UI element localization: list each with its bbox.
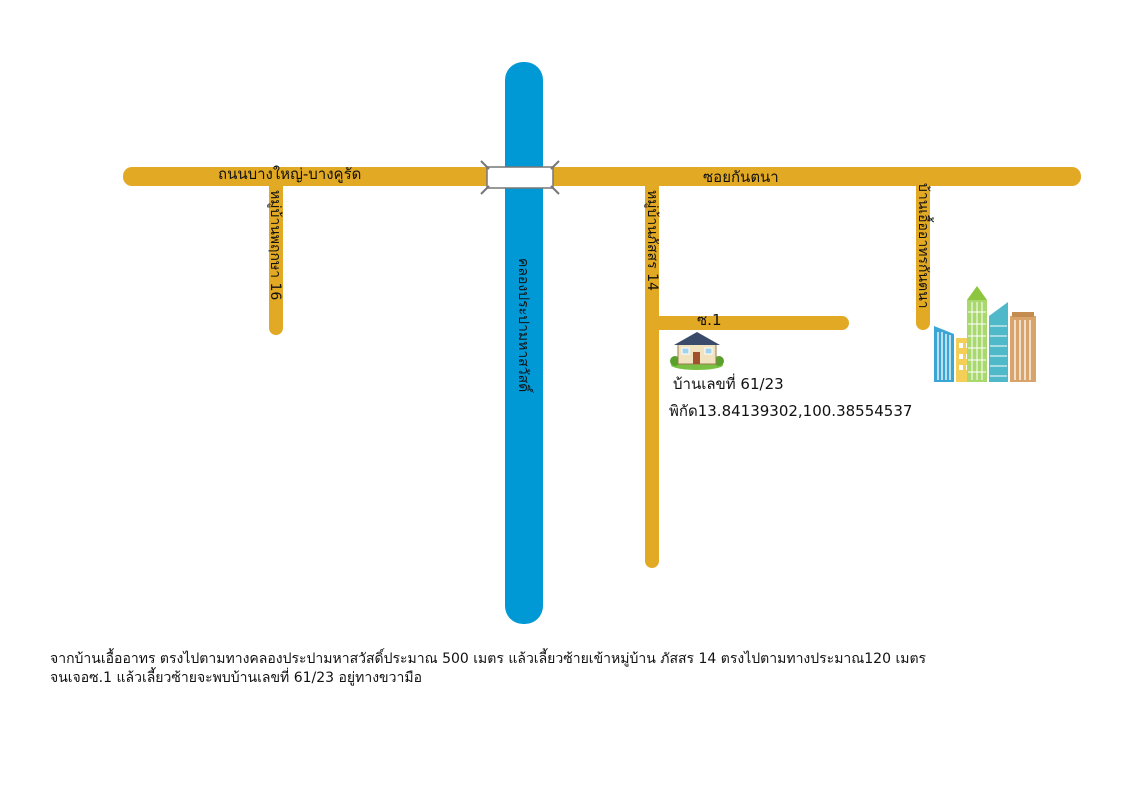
city-buildings-icon <box>934 286 1036 382</box>
directions-line-2: จนเจอซ.1 แล้วเลี้ยวซ้ายจะพบบ้านเลขที่ 61… <box>50 670 422 686</box>
eua-artorn-road <box>916 172 930 330</box>
directions-note: จากบ้านเอื้ออาทร ตรงไปตามทางคลองประปามหา… <box>50 650 1090 688</box>
canal <box>505 62 543 624</box>
main-road-east-label: ซอยกันตนา <box>703 168 779 186</box>
alley-1-road <box>652 316 849 330</box>
coordinates-label: พิกัด13.84139302,100.38554537 <box>669 402 913 420</box>
village-16-label: หมู่บ้านพฤกษา 16 <box>267 190 283 301</box>
directions-line-1: จากบ้านเอื้ออาทร ตรงไปตามทางคลองประปามหา… <box>50 651 927 667</box>
main-road <box>123 167 1081 186</box>
eua-artorn-label: บ้านเอื้ออาทรกันตนา <box>915 183 931 309</box>
alley-1-label: ซ.1 <box>697 311 722 329</box>
canal-label: คลองประปามหาสวัสดิ์ <box>515 258 531 393</box>
village-14-label: หมู่บ้านภัสสร 14 <box>644 190 660 291</box>
main-road-west-label: ถนนบางใหญ่-บางคูรัด <box>218 165 362 183</box>
village-14-road <box>645 172 659 568</box>
village-16-road <box>269 172 283 335</box>
house-number-label: บ้านเลขที่ 61/23 <box>673 375 784 393</box>
bridge-icon <box>480 160 560 195</box>
house-icon <box>670 332 724 370</box>
